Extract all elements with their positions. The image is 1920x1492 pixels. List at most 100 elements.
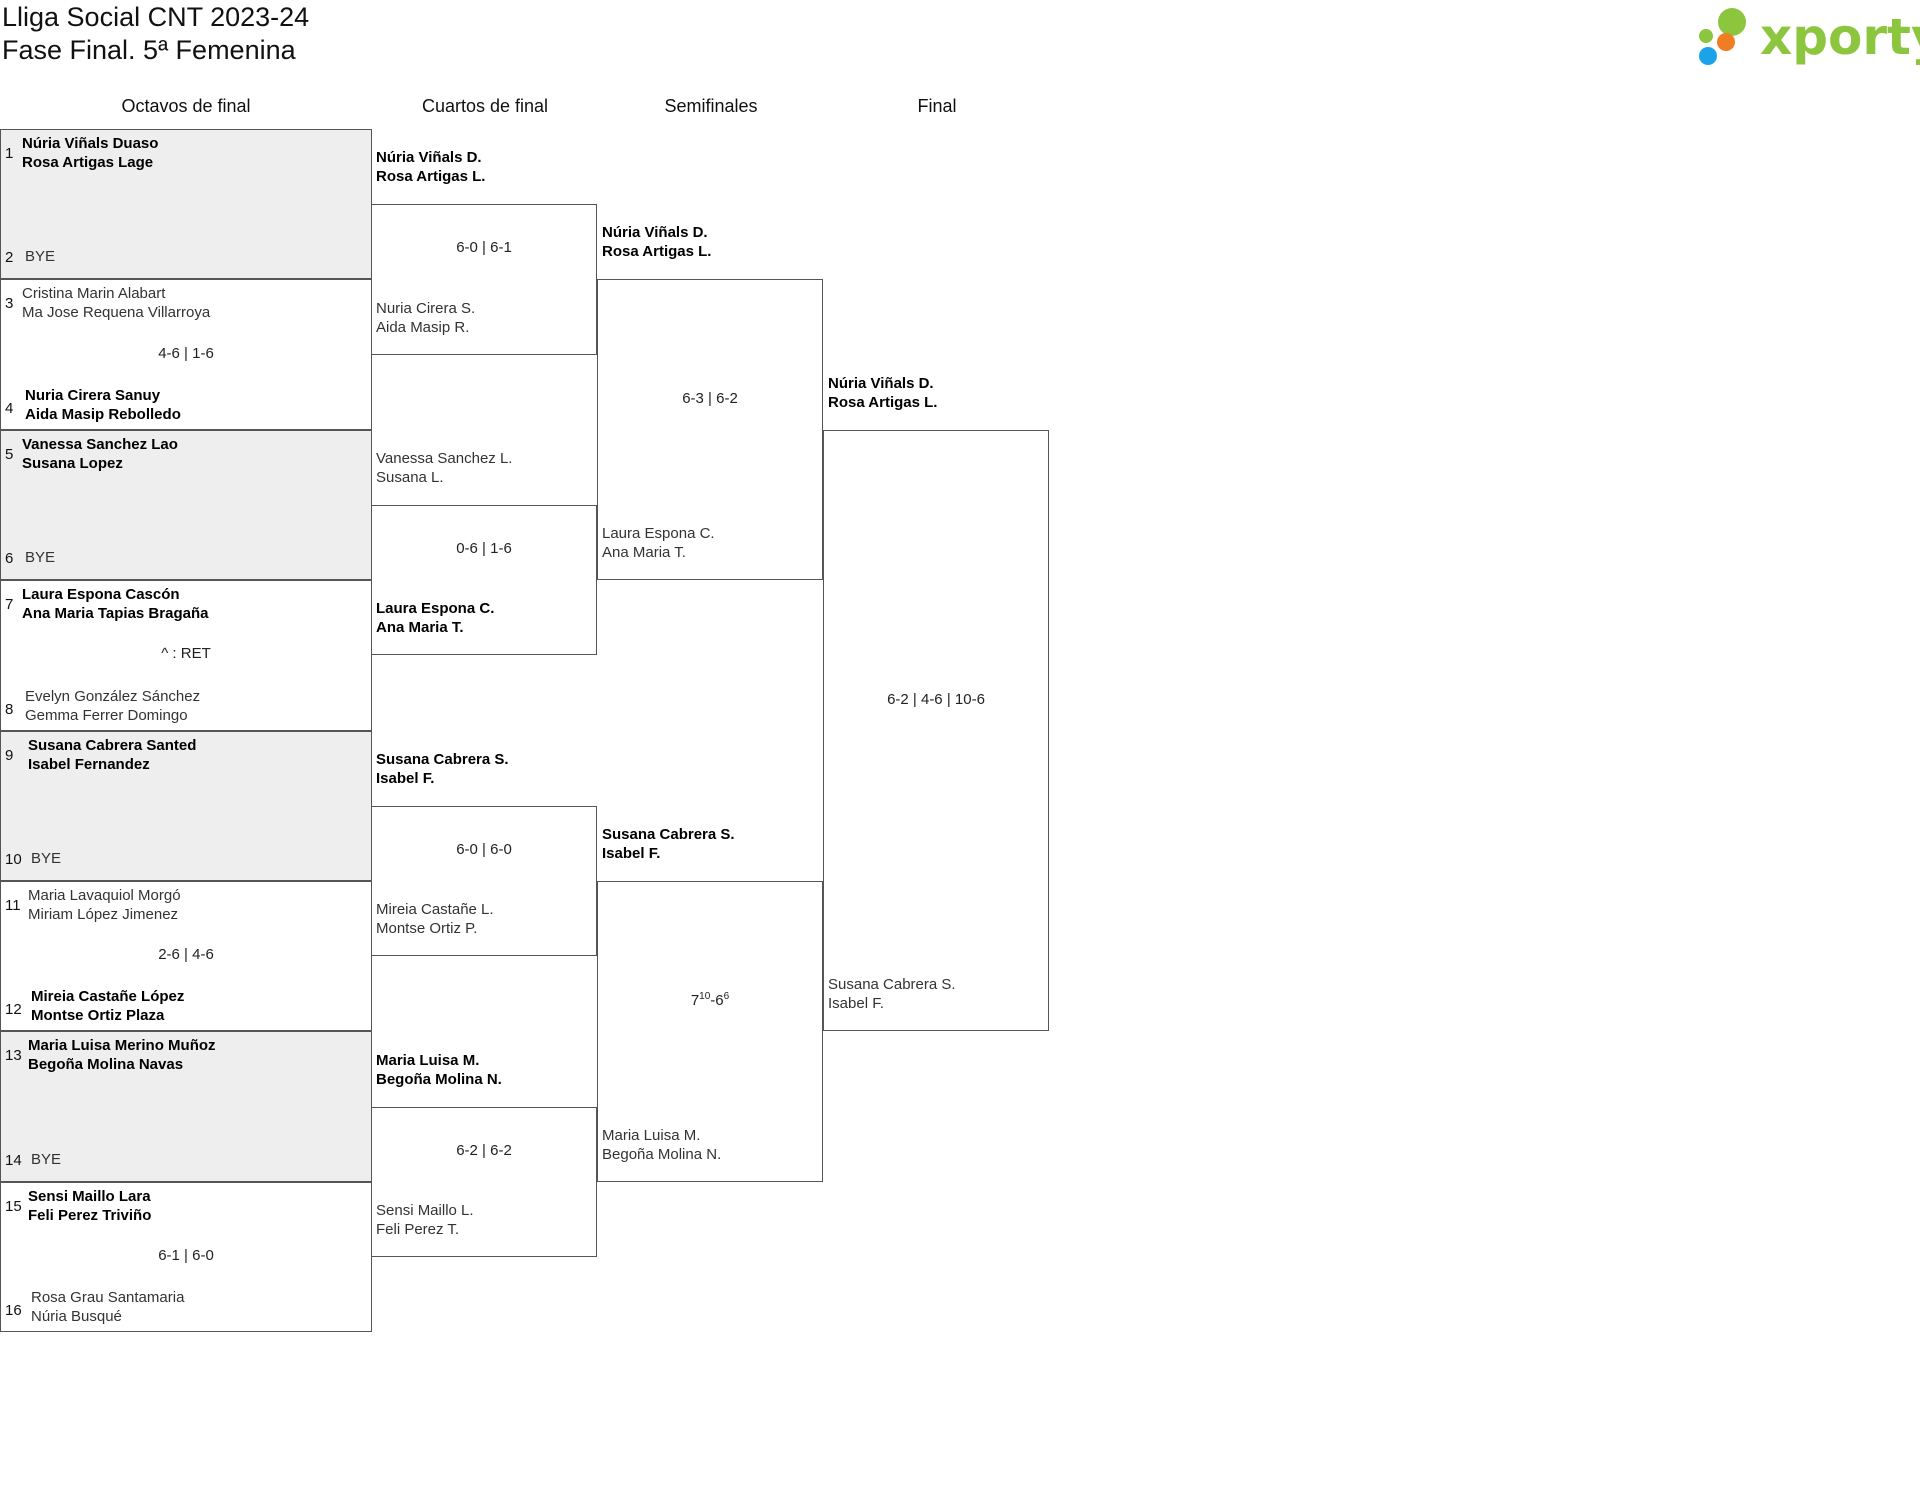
seed-number: 13 [5, 1047, 22, 1065]
team-name: Rosa Artigas L. [828, 393, 938, 411]
logo-dot-orange [1717, 33, 1735, 51]
round-header-final: Final [917, 96, 957, 116]
tiebreak-points: 6 [723, 991, 730, 1003]
team-name: Susana Cabrera S. [376, 750, 509, 768]
bye-label: BYE [25, 248, 56, 266]
xporty-logo: xporty [1699, 8, 1920, 66]
r16-match-box [0, 1031, 372, 1182]
match-score: 2-6 | 4-6 [158, 946, 214, 964]
team-name: Feli Perez T. [376, 1221, 460, 1238]
match-score: 6-2 | 6-2 [456, 1141, 512, 1159]
round-header-qf: Cuartos de final [421, 96, 549, 116]
match-score: 6-1 | 6-0 [158, 1247, 214, 1264]
team-name: Isabel F. [828, 995, 884, 1013]
match-score: 6-0 | 6-1 [456, 239, 512, 257]
player-name: Nuria Cirera Sanuy [25, 386, 161, 404]
team-name: Laura Espona C. [602, 525, 715, 543]
round-header-r16: Octavos de final [121, 96, 251, 116]
bye-label: BYE [31, 1150, 62, 1168]
seed-number: 16 [5, 1302, 22, 1320]
seed-number: 3 [5, 295, 14, 313]
seed-number: 4 [5, 399, 14, 417]
team-name: Nuria Cirera S. [376, 299, 476, 317]
seed-number: 6 [5, 550, 14, 568]
seed-number: 15 [5, 1197, 22, 1215]
round-header-sf: Semifinales [664, 96, 758, 116]
bye-label: BYE [31, 850, 62, 867]
player-name: Maria Luisa Merino Muñoz [28, 1037, 216, 1055]
score-games: -6 [710, 992, 724, 1010]
team-name: Isabel F. [376, 769, 435, 787]
team-name: Maria Luisa M. [376, 1051, 480, 1069]
player-name: Miriam López Jimenez [28, 906, 179, 923]
team-name: Vanessa Sanchez L. [376, 450, 513, 467]
seed-number: 12 [5, 1001, 22, 1019]
team-name: Susana Cabrera S. [602, 826, 735, 843]
final-match-box [823, 429, 1049, 1032]
player-name: Rosa Artigas Lage [22, 154, 154, 171]
qf-match-box [371, 1106, 597, 1257]
player-name: Laura Espona Cascón [22, 586, 180, 604]
bye-label: BYE [25, 549, 56, 567]
team-name: Laura Espona C. [376, 600, 495, 618]
match-score: 4-6 | 1-6 [158, 344, 214, 362]
team-name: Sensi Maillo L. [376, 1202, 474, 1219]
logo-dot-lightgreen [1699, 29, 1713, 43]
team-name: Maria Luisa M. [602, 1126, 701, 1144]
player-name: Isabel Fernandez [28, 755, 150, 773]
logo-text: xporty [1760, 8, 1920, 66]
qf-match-box [371, 204, 597, 355]
r16-match-box [0, 1181, 372, 1333]
seed-number: 2 [5, 249, 14, 267]
player-name: Mireia Castañe López [31, 988, 185, 1006]
sf-match-box [597, 279, 823, 581]
match-score: 6-3 | 6-2 [682, 389, 738, 407]
team-name: Núria Viñals D. [828, 374, 934, 392]
player-name: Susana Cabrera Santed [28, 736, 197, 754]
seed-number: 9 [5, 746, 14, 764]
team-name: Begoña Molina N. [602, 1145, 722, 1163]
team-name: Núria Viñals D. [376, 149, 482, 167]
player-name: Gemma Ferrer Domingo [25, 706, 188, 724]
team-name: Begoña Molina N. [376, 1070, 502, 1088]
r16-match-box [0, 129, 372, 280]
team-name: Rosa Artigas L. [376, 168, 486, 186]
player-name: Susana Lopez [22, 454, 123, 472]
r16-match-box [0, 730, 372, 881]
player-name: Ana Maria Tapias Bragaña [22, 605, 209, 623]
player-name: Cristina Marin Alabart [22, 285, 166, 303]
seed-number: 1 [5, 145, 14, 162]
sf-match-box [597, 881, 823, 1182]
team-name: Ana Maria T. [376, 619, 464, 637]
logo-dot-blue [1699, 47, 1717, 65]
seed-number: 7 [5, 596, 14, 614]
seed-number: 5 [5, 445, 14, 463]
team-name: Ana Maria T. [602, 544, 686, 562]
team-name: Susana L. [376, 469, 444, 486]
player-name: Núria Busqué [31, 1308, 122, 1326]
team-name: Montse Ortiz P. [376, 920, 478, 938]
score-games: 7 [690, 992, 700, 1010]
player-name: Vanessa Sanchez Lao [22, 435, 178, 453]
seed-number: 8 [5, 700, 14, 718]
player-name: Núria Viñals Duaso [22, 135, 159, 152]
player-name: Evelyn González Sánchez [25, 687, 201, 705]
page-title: Lliga Social CNT 2023-24 [2, 2, 310, 32]
r16-match-box [0, 881, 372, 1032]
logo-dot-green [1718, 8, 1746, 36]
team-name: Isabel F. [602, 845, 661, 862]
player-name: Rosa Grau Santamaria [31, 1289, 185, 1307]
match-score: 6-2 | 4-6 | 10-6 [887, 690, 985, 708]
player-name: Sensi Maillo Lara [28, 1187, 151, 1205]
r16-match-box [0, 429, 372, 581]
qf-match-box [371, 805, 597, 957]
tiebreak-points: 10 [699, 991, 711, 1003]
player-name: Begoña Molina Navas [28, 1056, 184, 1074]
seed-number: 10 [5, 851, 22, 868]
player-name: Montse Ortiz Plaza [31, 1007, 165, 1025]
qf-match-box [371, 505, 597, 656]
match-score: 6-0 | 6-0 [456, 841, 512, 858]
match-score: ^ : RET [161, 645, 211, 663]
match-score: 0-6 | 1-6 [456, 540, 512, 558]
